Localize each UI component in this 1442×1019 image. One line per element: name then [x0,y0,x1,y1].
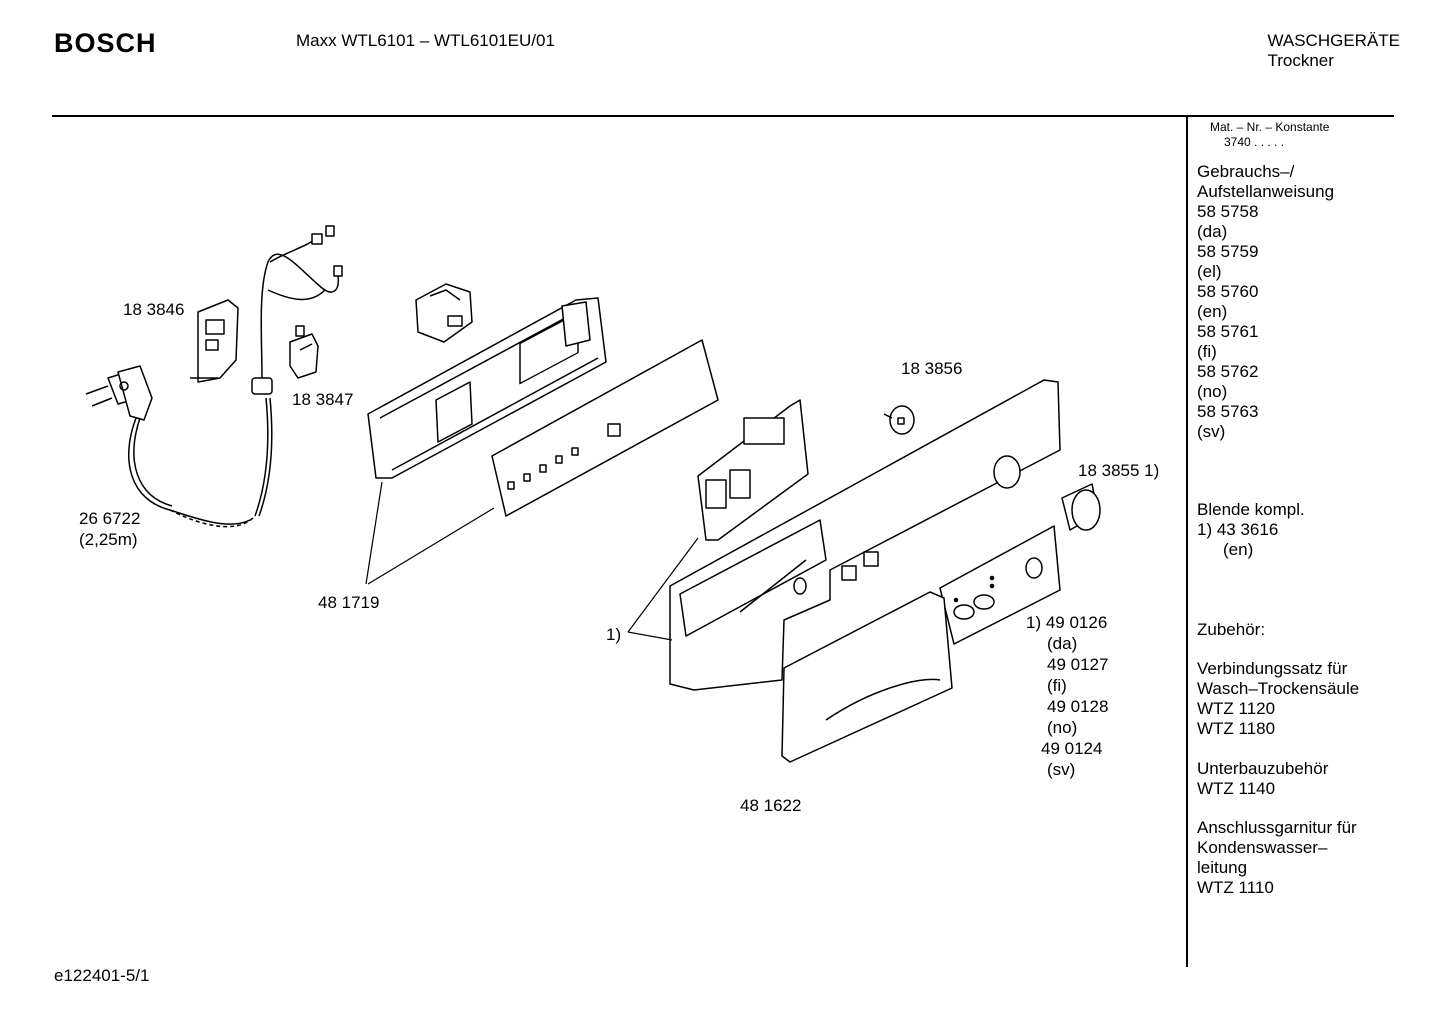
model-title: Maxx WTL6101 – WTL6101EU/01 [296,31,555,50]
manual-item: (da) [1197,222,1228,241]
accessory-3: Anschlussgarnitur für Kondenswasser– lei… [1197,818,1357,898]
category: WASCHGERÄTE Trockner [1267,31,1400,71]
frame-tray-icon [367,297,607,479]
blende-line2: (en) [1223,540,1254,559]
inner-module-icon [697,399,809,541]
accessory-line: Verbindungssatz für [1197,659,1348,678]
variant-item: 1) 49 0126 [1026,613,1108,632]
part-label-cord-length: (2,25m) [79,530,138,549]
part-label-183846: 18 3846 [123,300,185,319]
part-label-481719: 48 1719 [318,593,380,612]
display-plate-icon [491,339,719,517]
manual-title-2: Aufstellanweisung [1197,182,1335,201]
knob-183856-icon [883,405,915,435]
programme-plate-icon [939,525,1061,645]
manual-item: (el) [1197,262,1222,281]
accessory-line: Unterbauzubehör [1197,759,1329,778]
module-part-icon [415,283,473,343]
manual-item: (en) [1197,302,1228,321]
variant-item: (sv) [1047,760,1076,779]
variant-item: 49 0127 [1047,655,1109,674]
category-line2: Trockner [1267,51,1334,70]
connector-part-icon [289,325,319,379]
accessory-2: Unterbauzubehör WTZ 1140 [1197,759,1328,799]
manual-item: 58 5763 [1197,402,1259,421]
manual-item: 58 5758 [1197,202,1259,221]
accessory-line: Wasch–Trockensäule [1197,679,1360,698]
manual-item: 58 5761 [1197,322,1259,341]
manual-item: 58 5760 [1197,282,1259,301]
manual-item: 58 5759 [1197,242,1259,261]
front-panel-icon [669,379,1061,691]
manual-block: Gebrauchs–/ Aufstellanweisung 58 5758 (d… [1197,162,1334,442]
exploded-parts-drawing [85,225,1101,763]
manual-item: (fi) [1197,342,1217,361]
blende-block: Blende kompl. 1) 43 3616 (en) [1197,500,1305,560]
accessory-line: WTZ 1120 [1197,699,1276,718]
switch-part-icon [190,299,239,383]
manual-item: (no) [1197,382,1228,401]
leader-lines [365,481,699,641]
variant-item: (no) [1047,718,1078,737]
door-cover-icon [781,591,953,763]
part-label-481622: 48 1622 [740,796,802,815]
mat-label: Mat. – Nr. – Konstante [1210,120,1330,134]
accessory-line: Anschlussgarnitur für [1197,818,1357,837]
knob-183855-icon [1061,483,1101,531]
document-id: e122401-5/1 [54,966,150,985]
sidebar-divider [1186,117,1188,967]
category-line1: WASCHGERÄTE [1267,31,1400,50]
power-plug-icon [85,365,251,525]
manual-title-1: Gebrauchs–/ [1197,162,1295,181]
accessory-line: WTZ 1110 [1197,878,1274,897]
manual-item: (sv) [1197,422,1226,441]
part-label-183855: 18 3855 1) [1078,461,1160,480]
mat-number-block: Mat. – Nr. – Konstante 3740 . . . . . [1210,120,1329,150]
power-cord-icon [169,225,343,528]
part-label-1: 1) [606,625,622,644]
part-label-183856: 18 3856 [901,359,963,378]
accessory-line: WTZ 1140 [1197,779,1276,798]
zubehoer-title: Zubehör: [1197,620,1266,639]
mat-value: 3740 . . . . . [1224,135,1285,149]
blende-title: Blende kompl. [1197,500,1305,519]
blende-line1: 1) 43 3616 [1197,520,1279,539]
brand-logo: BOSCH [54,28,157,58]
accessory-1: Verbindungssatz für Wasch–Trockensäule W… [1197,659,1359,739]
part-label-266722: 26 6722 [79,509,141,528]
variant-list: 1) 49 0126 (da) 49 0127 (fi) 49 0128 (no… [1026,612,1108,780]
variant-item: (fi) [1047,676,1067,695]
accessory-line: leitung [1197,858,1248,877]
accessory-line: WTZ 1180 [1197,719,1276,738]
variant-item: 49 0124 [1041,739,1103,758]
accessory-line: Kondenswasser– [1197,838,1328,857]
part-label-183847: 18 3847 [292,390,354,409]
header-rule [52,115,1394,117]
manual-item: 58 5762 [1197,362,1259,381]
variant-item: (da) [1047,634,1078,653]
variant-item: 49 0128 [1047,697,1109,716]
